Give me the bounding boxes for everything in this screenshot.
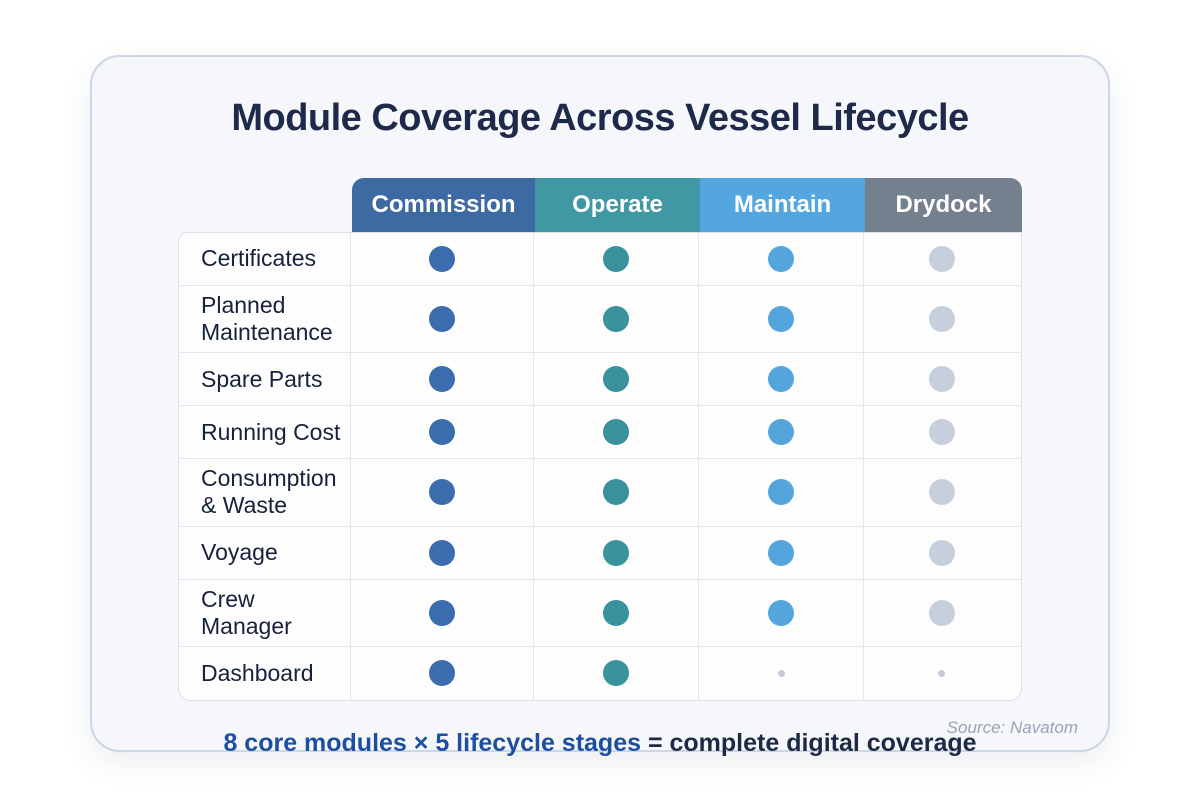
source-attribution: Source: Navatom — [946, 718, 1078, 737]
column-header-operate: Operate — [535, 178, 700, 232]
coverage-cell — [699, 353, 864, 406]
coverage-matrix-card: Module Coverage Across Vessel Lifecycle … — [90, 55, 1110, 757]
coverage-cell — [699, 579, 864, 646]
summary-caption-rest: = complete digital coverage — [641, 728, 977, 757]
header-spacer-cell — [178, 178, 352, 232]
coverage-dot-icon — [603, 479, 629, 506]
table-row: Dashboard — [179, 646, 1021, 700]
coverage-cell — [864, 646, 1019, 700]
row-label: Consumption & Waste — [179, 459, 351, 526]
coverage-dot-icon — [768, 419, 794, 446]
coverage-cell — [699, 233, 864, 285]
coverage-cell — [534, 579, 699, 646]
coverage-cell — [699, 526, 864, 579]
coverage-dot-icon — [429, 660, 455, 687]
coverage-cell — [699, 459, 864, 526]
coverage-dot-icon — [768, 479, 794, 506]
coverage-dot-icon — [928, 599, 955, 626]
coverage-dot-icon — [768, 246, 794, 272]
coverage-cell — [699, 286, 864, 353]
table-row: Consumption & Waste — [179, 459, 1021, 527]
row-label: Voyage — [179, 526, 351, 579]
coverage-dot-icon — [928, 306, 955, 333]
page-title: Module Coverage Across Vessel Lifecycle — [231, 97, 969, 139]
table-row: Certificates — [179, 233, 1021, 286]
coverage-dot-icon — [603, 660, 629, 687]
coverage-cell — [351, 459, 534, 526]
table-row: Crew Manager — [179, 579, 1021, 647]
coverage-cell — [534, 646, 699, 700]
column-header-commission: Commission — [352, 178, 535, 232]
coverage-cell — [864, 459, 1019, 526]
column-header-maintain: Maintain — [700, 178, 865, 232]
coverage-cell — [534, 353, 699, 406]
coverage-cell — [351, 579, 534, 646]
coverage-dot-icon — [603, 246, 629, 272]
minimal-coverage-dot-icon — [777, 669, 785, 677]
coverage-dot-icon — [768, 366, 794, 393]
coverage-cell — [534, 526, 699, 579]
coverage-cell — [864, 353, 1019, 406]
coverage-cell — [534, 406, 699, 459]
row-label: Spare Parts — [179, 353, 351, 406]
coverage-cell — [864, 579, 1019, 646]
coverage-dot-icon — [429, 479, 455, 506]
coverage-cell — [864, 233, 1019, 285]
coverage-dot-icon — [928, 419, 955, 446]
coverage-dot-icon — [768, 599, 794, 626]
coverage-dot-icon — [768, 306, 794, 333]
table-row: Spare Parts — [179, 353, 1021, 407]
coverage-cell — [864, 526, 1019, 579]
row-label: Dashboard — [179, 646, 351, 700]
row-label: Running Cost — [179, 406, 351, 459]
coverage-cell — [699, 406, 864, 459]
coverage-dot-icon — [603, 419, 629, 446]
coverage-dot-icon — [429, 366, 455, 393]
table-row: Running Cost — [179, 406, 1021, 460]
column-header-drydock: Drydock — [865, 178, 1022, 232]
coverage-cell — [864, 286, 1019, 353]
coverage-dot-icon — [603, 366, 629, 393]
coverage-dot-icon — [429, 539, 455, 566]
coverage-dot-icon — [603, 306, 629, 333]
table-row: Voyage — [179, 526, 1021, 580]
coverage-cell — [351, 353, 534, 406]
coverage-dot-icon — [429, 599, 455, 626]
coverage-dot-icon — [928, 539, 955, 566]
coverage-cell — [351, 646, 534, 700]
coverage-cell — [351, 526, 534, 579]
table-row: Planned Maintenance — [179, 286, 1021, 354]
coverage-dot-icon — [928, 366, 955, 393]
row-label: Certificates — [179, 233, 351, 285]
coverage-cell — [699, 646, 864, 700]
coverage-cell — [351, 286, 534, 353]
coverage-cell — [351, 233, 534, 285]
row-label: Planned Maintenance — [179, 286, 351, 353]
coverage-cell — [534, 286, 699, 353]
coverage-dot-icon — [603, 539, 629, 566]
minimal-coverage-dot-icon — [938, 669, 945, 677]
coverage-dot-icon — [928, 246, 955, 272]
coverage-dot-icon — [928, 479, 955, 506]
coverage-dot-icon — [768, 539, 794, 566]
coverage-dot-icon — [429, 419, 455, 446]
summary-caption: 8 core modules × 5 lifecycle stages = co… — [92, 729, 1108, 758]
coverage-dot-icon — [429, 306, 455, 333]
coverage-cell — [351, 406, 534, 459]
row-label: Crew Manager — [179, 579, 351, 646]
coverage-dot-icon — [603, 599, 629, 626]
coverage-dot-icon — [429, 246, 455, 272]
summary-caption-highlight: 8 core modules × 5 lifecycle stages — [223, 728, 642, 757]
coverage-cell — [534, 459, 699, 526]
coverage-cell — [864, 406, 1019, 459]
coverage-cell — [534, 233, 699, 285]
